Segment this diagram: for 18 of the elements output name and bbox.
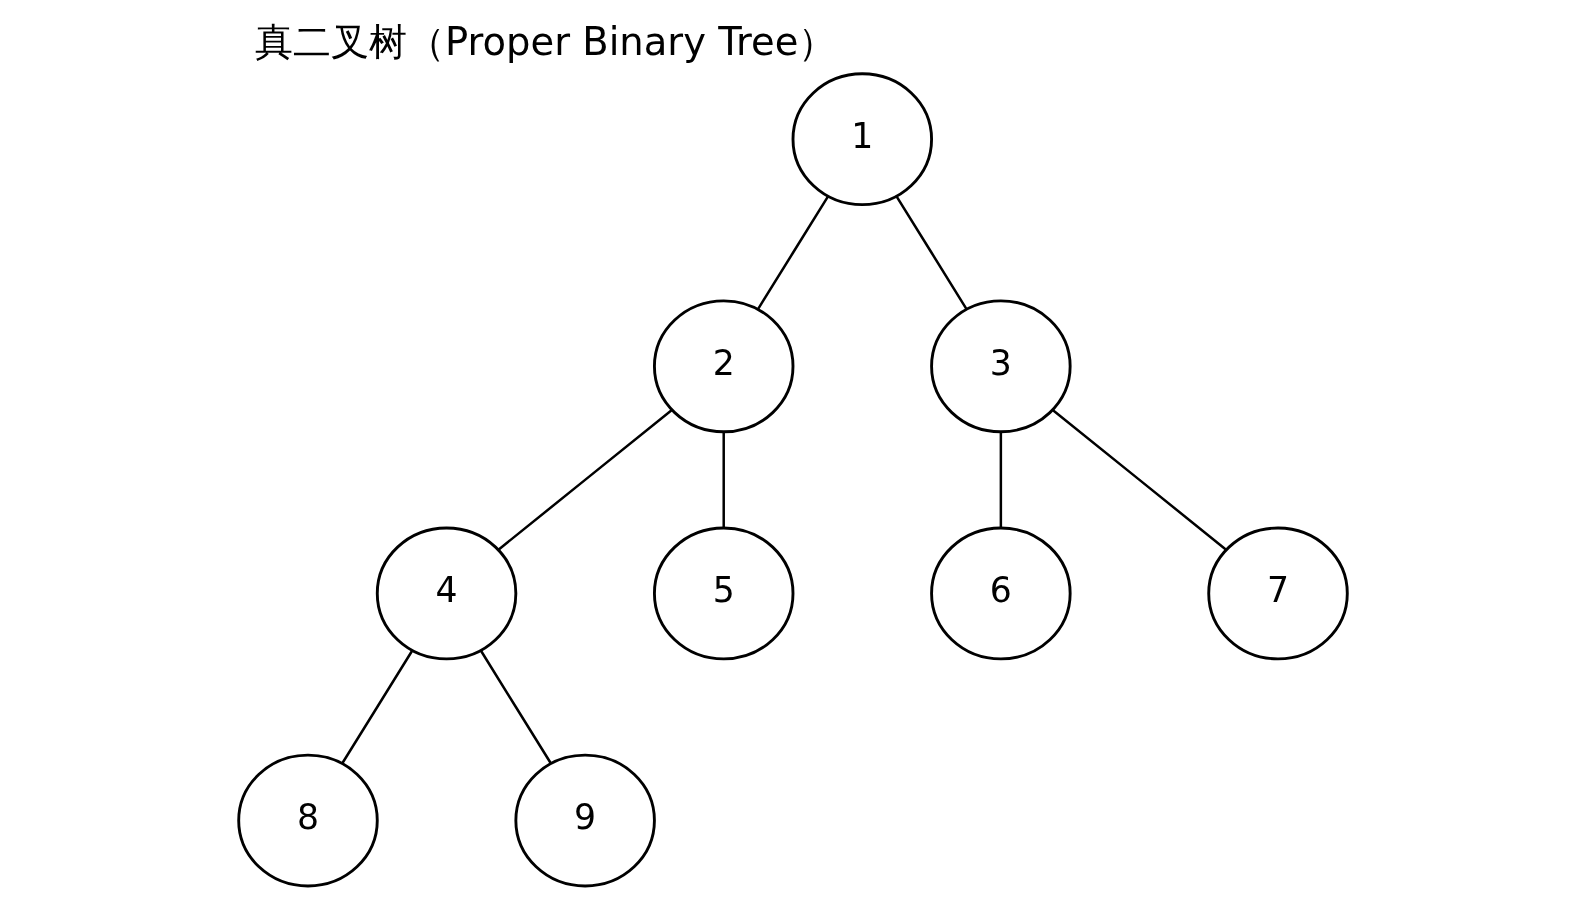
connector [757,195,830,310]
node-circle: 5 [652,526,795,661]
connector [479,649,552,764]
connector [341,649,414,764]
node-circle: 7 [1207,526,1349,661]
connector [1052,409,1227,551]
connector [497,409,673,551]
connector [722,432,725,528]
node-circle: 9 [514,753,656,888]
diagram-title: 真二叉树（Proper Binary Tree） [255,18,837,64]
node-circle: 1 [791,72,934,207]
connector [895,195,968,310]
node-circle: 3 [930,299,1072,434]
node-circle: 2 [652,299,795,434]
node-circle: 6 [930,526,1072,661]
node-circle: 4 [375,526,518,661]
connector [999,432,1003,528]
node-circle: 8 [237,753,379,888]
